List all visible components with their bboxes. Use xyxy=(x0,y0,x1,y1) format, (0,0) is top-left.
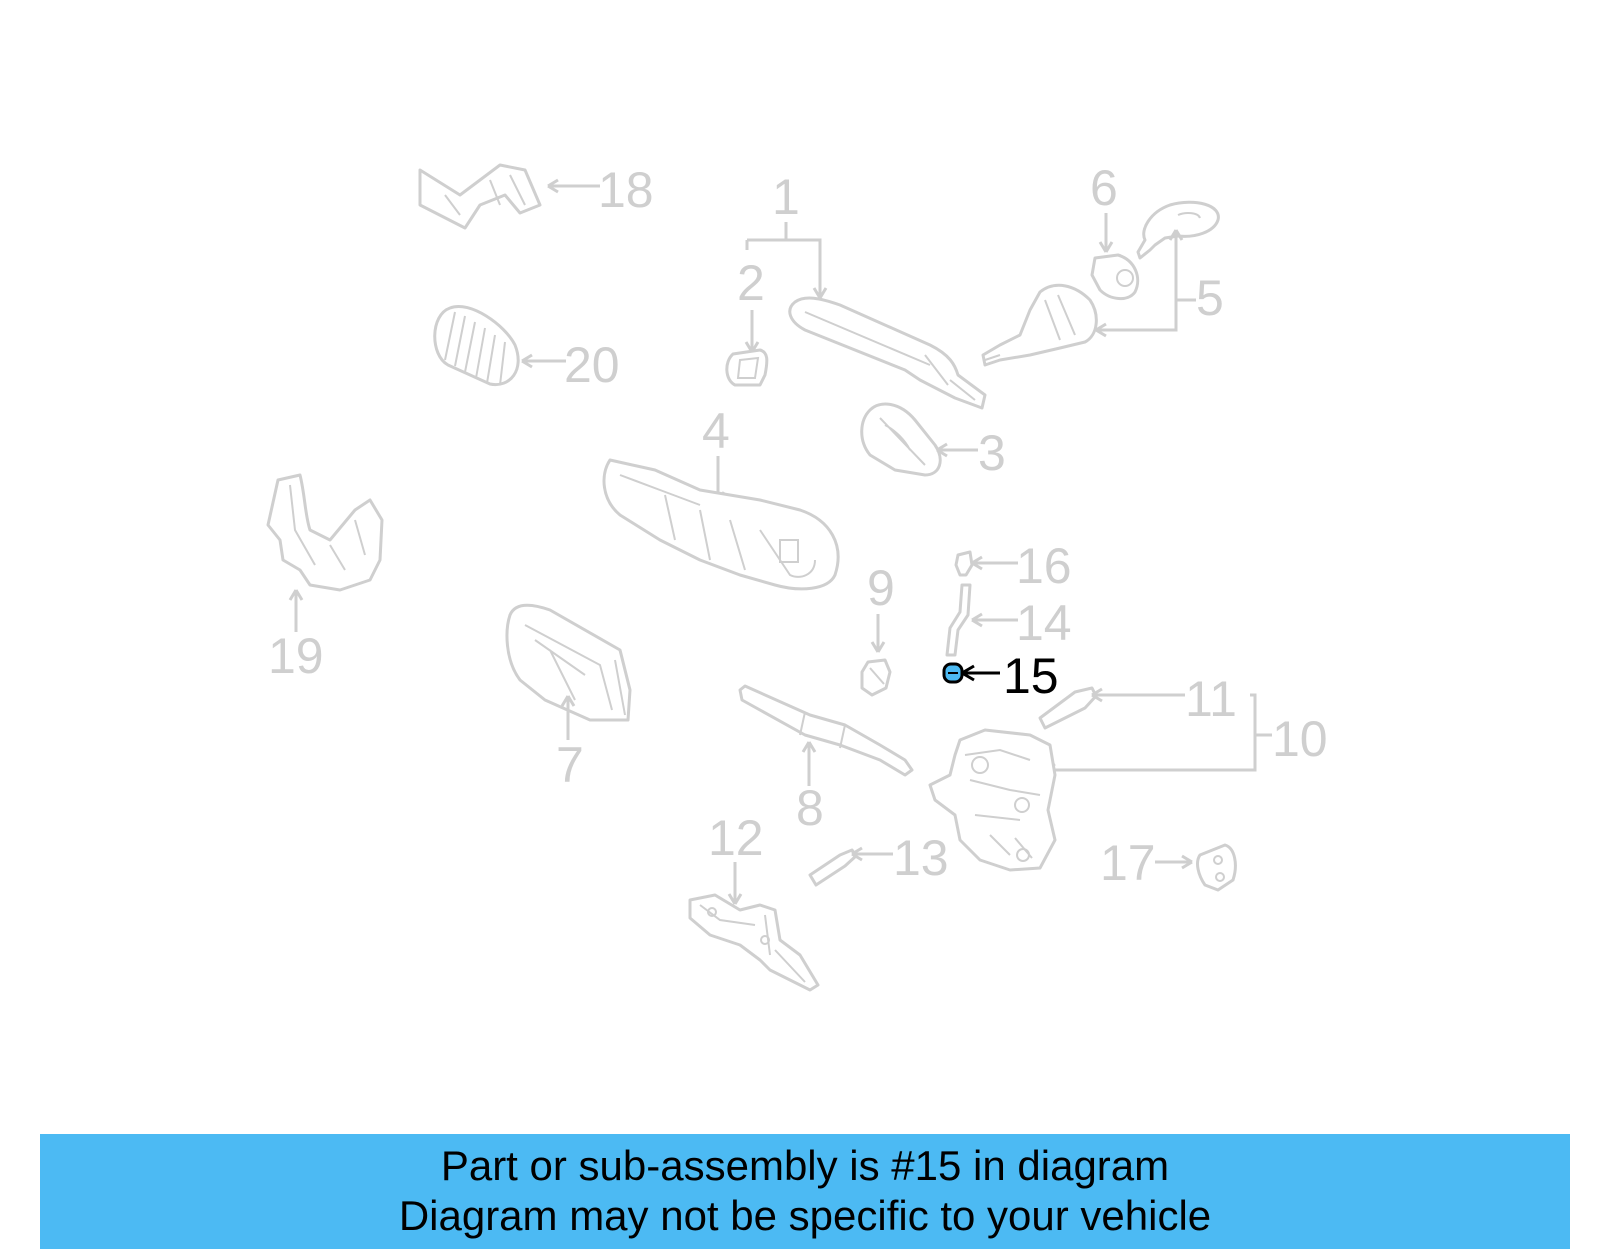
leader-6 xyxy=(1098,213,1114,253)
part-4-shape xyxy=(602,458,840,591)
callout-19[interactable]: 19 xyxy=(268,628,324,684)
callout-10[interactable]: 10 xyxy=(1272,711,1328,767)
leader-3 xyxy=(936,442,978,458)
part-15-shape xyxy=(942,662,964,684)
part-12-shape xyxy=(688,893,820,992)
part-14-shape xyxy=(945,583,972,657)
leader-2 xyxy=(744,310,760,353)
part-3-shape xyxy=(860,402,942,477)
callout-16[interactable]: 16 xyxy=(1016,538,1072,594)
leader-19 xyxy=(288,589,304,632)
leader-13 xyxy=(851,846,893,862)
callout-8[interactable]: 8 xyxy=(796,780,824,836)
leader-8 xyxy=(801,741,817,786)
leader-10 xyxy=(1044,693,1272,778)
part-17-shape xyxy=(1196,843,1237,892)
banner-line-2: Diagram may not be specific to your vehi… xyxy=(398,1192,1212,1239)
callout-15[interactable]: 15 xyxy=(1003,648,1059,704)
part-8-shape xyxy=(738,684,914,777)
leader-20 xyxy=(521,353,566,369)
leader-16 xyxy=(971,555,1018,571)
leader-12 xyxy=(727,862,743,905)
part-10-shape xyxy=(928,728,1057,872)
callout-14[interactable]: 14 xyxy=(1016,595,1072,651)
callout-7[interactable]: 7 xyxy=(556,737,584,793)
callout-1[interactable]: 1 xyxy=(772,169,800,225)
part-7-shape xyxy=(505,603,632,722)
part-18-shape xyxy=(418,163,542,230)
part-13-shape xyxy=(808,848,858,887)
callout-6[interactable]: 6 xyxy=(1090,160,1118,216)
part-16-shape xyxy=(954,550,974,577)
leader-11 xyxy=(1091,687,1185,703)
info-banner: Part or sub-assembly is #15 in diagram D… xyxy=(40,1134,1570,1249)
callout-9[interactable]: 9 xyxy=(867,560,895,616)
leader-9 xyxy=(870,614,886,653)
part-1-shape xyxy=(788,296,987,410)
leader-1 xyxy=(745,222,828,299)
leader-17 xyxy=(1155,854,1193,870)
leader-7 xyxy=(560,695,576,740)
part-6-shape xyxy=(1090,253,1140,300)
callout-17[interactable]: 17 xyxy=(1100,835,1156,891)
callout-20[interactable]: 20 xyxy=(564,337,620,393)
part-20-shape xyxy=(433,305,520,387)
callout-13[interactable]: 13 xyxy=(893,830,949,886)
leader-14 xyxy=(971,612,1018,628)
leader-18 xyxy=(547,178,600,194)
part-19-shape xyxy=(266,473,384,592)
callout-3[interactable]: 3 xyxy=(978,425,1006,481)
part-2-shape xyxy=(725,348,769,387)
callout-2[interactable]: 2 xyxy=(737,255,765,311)
callout-5[interactable]: 5 xyxy=(1196,270,1224,326)
part-9-shape xyxy=(860,658,892,697)
callout-4[interactable]: 4 xyxy=(702,403,730,459)
leader-15 xyxy=(961,664,1000,682)
callout-11[interactable]: 11 xyxy=(1185,671,1237,727)
banner-line-1: Part or sub-assembly is #15 in diagram xyxy=(440,1142,1170,1189)
callout-12[interactable]: 12 xyxy=(708,810,764,866)
callout-18[interactable]: 18 xyxy=(598,162,654,218)
leader-5 xyxy=(1095,229,1196,338)
